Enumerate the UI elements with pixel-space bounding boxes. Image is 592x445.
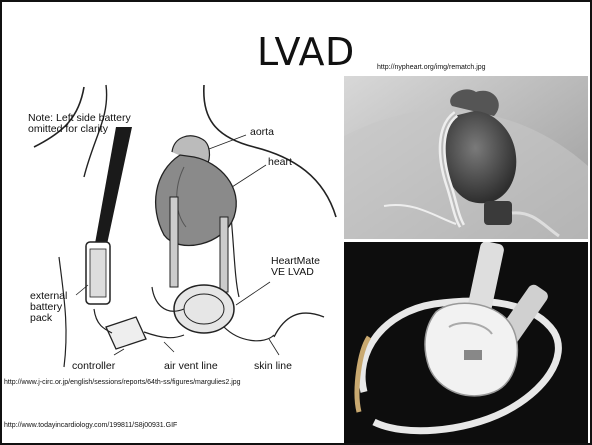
aorta-label: aorta bbox=[250, 126, 274, 138]
controller-label: controller bbox=[72, 360, 116, 372]
lvad-heart-photo bbox=[344, 76, 588, 239]
battery-label-line3: pack bbox=[30, 312, 53, 324]
lvad-diagram: Note: Left side battery omitted for clar… bbox=[24, 77, 342, 375]
url-mid-caption: http://www.j-circ.or.jp/english/sessions… bbox=[4, 379, 241, 386]
slide-title: LVAD bbox=[257, 30, 355, 74]
skin-line-label: skin line bbox=[254, 360, 292, 372]
url-top-caption: http://nypheart.org/img/rematch.jpg bbox=[377, 64, 486, 71]
note-label-line2: omitted for clarity bbox=[28, 123, 109, 135]
air-vent-line-label: air vent line bbox=[164, 360, 218, 372]
device-label-line2: VE LVAD bbox=[271, 266, 314, 278]
lvad-pump-photo bbox=[344, 242, 588, 445]
heart-label: heart bbox=[268, 156, 292, 168]
url-bottom-caption: http://www.todayincardiology.com/199811/… bbox=[4, 422, 177, 429]
